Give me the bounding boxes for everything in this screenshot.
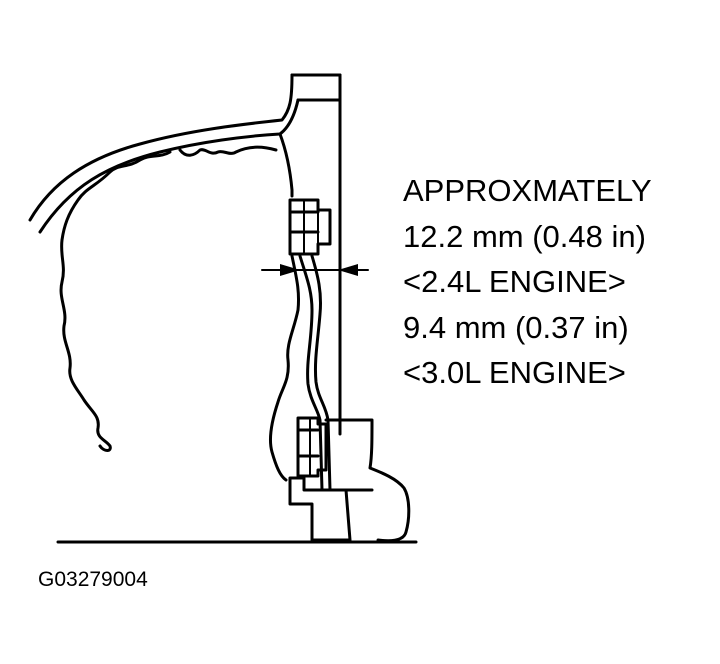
broken-section-edge-upper (178, 145, 278, 157)
right-arrowhead (338, 264, 358, 276)
callout-engine-24l: <2.4L ENGINE> (403, 264, 626, 299)
drive-plate (298, 254, 324, 492)
housing-left-edge (268, 254, 300, 482)
lower-bolt (296, 416, 328, 478)
converter-hub (324, 418, 411, 543)
converter-outer-curve (28, 73, 294, 222)
figure-id: G03279004 (38, 568, 148, 591)
left-arrowhead (280, 264, 300, 276)
dimension-callout: APPROXMATELY 12.2 mm (0.48 in) <2.4L ENG… (403, 168, 652, 396)
converter-inner-curve (38, 98, 300, 234)
upper-bolt (288, 198, 332, 256)
callout-dimension-30l: 9.4 mm (0.37 in) (403, 309, 629, 345)
broken-section-edge (59, 150, 172, 452)
drive-plate-inner (310, 254, 332, 492)
callout-engine-30l: <3.0L ENGINE> (403, 355, 626, 390)
callout-approximately: APPROXMATELY (403, 173, 652, 208)
callout-dimension-24l: 12.2 mm (0.48 in) (403, 218, 646, 254)
lower-block (288, 476, 352, 542)
converter-neck (278, 132, 294, 198)
